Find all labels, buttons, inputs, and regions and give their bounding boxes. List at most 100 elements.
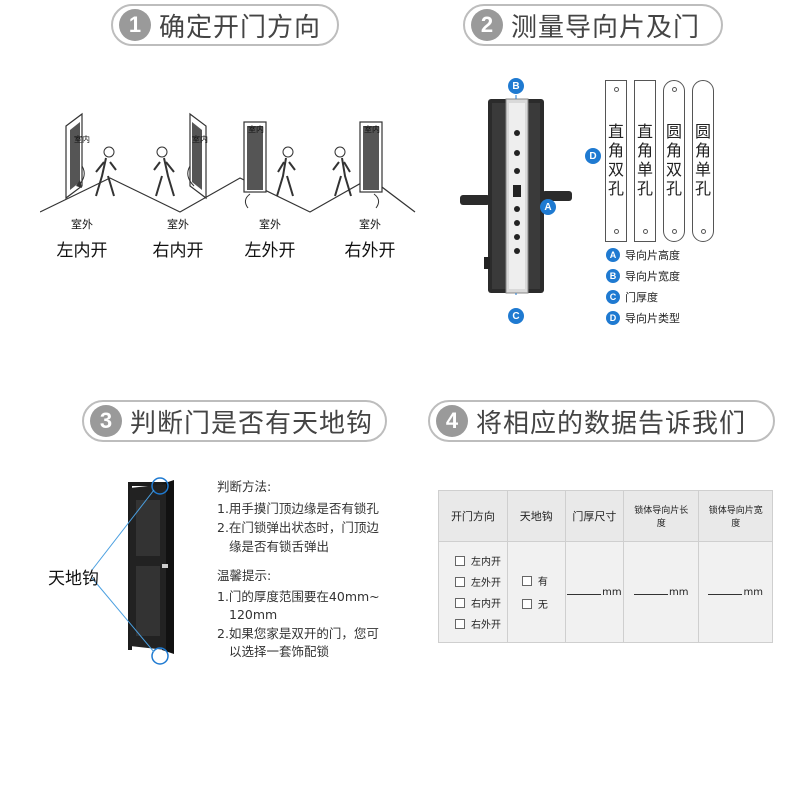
lock-body-illustration (460, 95, 572, 295)
door-2-outside-label: 室外 (167, 218, 189, 231)
method-line-3: 缘是否有锁舌弹出 (229, 539, 330, 554)
guide-width-input-cell[interactable]: mm (698, 541, 773, 643)
guide-strip-square-single (634, 80, 656, 242)
legend-item-c: C 门厚度 (606, 289, 658, 305)
strip-type-2-label: 直角单孔 (636, 122, 653, 198)
badge-d-icon: D (606, 311, 620, 325)
header-guide-width: 锁体导向片宽度 (698, 490, 773, 542)
tip-line-1: 1.门的厚度范围要在40mm~ (217, 589, 380, 604)
door-3-outside-label: 室外 (259, 218, 281, 231)
guide-strip-round-double (663, 80, 685, 242)
tip-title: 温馨提示: (217, 568, 272, 583)
step-2-title-pill: 2 测量导向片及门 (463, 4, 723, 46)
checkbox-icon[interactable] (455, 618, 465, 629)
header-direction: 开门方向 (438, 490, 508, 542)
checkbox-icon[interactable] (521, 575, 532, 586)
method-line-2: 2.在门锁弹出状态时，门顶边 (217, 520, 379, 535)
door-right-outward-icon (359, 121, 383, 209)
door-left-inward-icon (65, 112, 85, 200)
guide-length-input-cell[interactable]: mm (623, 541, 700, 643)
legend-text-c: 门厚度 (625, 291, 658, 304)
direction-option-4[interactable]: 右外开 (455, 616, 507, 631)
checkbox-icon[interactable] (455, 576, 465, 587)
strip-hole-icon (643, 229, 648, 234)
hook-option-yes[interactable]: 有 (521, 573, 565, 588)
person-figure-icon (95, 146, 117, 197)
door-4-name: 右外开 (344, 241, 396, 261)
legend-item-b: B 导向片宽度 (606, 268, 680, 284)
step-2-title: 测量导向片及门 (511, 12, 701, 43)
door-4-inside-label: 室内 (364, 125, 380, 134)
method-line-1: 1.用手摸门顶边缘是否有锁孔 (217, 501, 379, 516)
strip-type-3-label: 圆角双孔 (665, 122, 682, 198)
legend-item-a: A 导向片高度 (606, 247, 680, 263)
door-direction-illustration (40, 112, 416, 213)
hook-options-cell: 有 无 (506, 541, 566, 643)
direction-option-1[interactable]: 左内开 (455, 553, 507, 568)
person-figure-icon (276, 146, 296, 197)
tip-line-2: 120mm (229, 607, 278, 622)
door-4-outside-label: 室外 (359, 218, 381, 231)
table-row: 左内开 左外开 右内开 右外开 有 无 mm mm mm (438, 541, 773, 643)
step-4-title: 将相应的数据告诉我们 (476, 408, 747, 439)
guide-strip-square-double (605, 80, 627, 242)
door-2-name: 右内开 (152, 241, 204, 261)
badge-b-icon: B (508, 78, 524, 94)
strip-hole-icon (614, 87, 619, 92)
door-2-inside-label: 室内 (192, 135, 208, 144)
guide-length-blank[interactable] (634, 593, 669, 595)
checkbox-icon[interactable] (455, 555, 465, 566)
thickness-blank[interactable] (567, 593, 602, 595)
strip-hole-icon (672, 87, 677, 92)
checkbox-icon[interactable] (455, 597, 465, 608)
door-1-name: 左内开 (56, 241, 108, 261)
badge-a-icon: A (540, 199, 556, 215)
step-1-number: 1 (119, 9, 151, 41)
step-3-title: 判断门是否有天地钩 (130, 408, 374, 439)
step-1-title-pill: 1 确定开门方向 (111, 4, 339, 46)
legend-text-a: 导向片高度 (625, 249, 680, 262)
guide-width-blank[interactable] (708, 593, 743, 595)
door-3-inside-label: 室内 (248, 125, 264, 134)
strip-hole-icon (701, 229, 706, 234)
badge-c-icon: C (508, 308, 524, 324)
badge-b-icon: B (606, 269, 620, 283)
direction-option-3[interactable]: 右内开 (455, 595, 507, 610)
step-2-number: 2 (471, 9, 503, 41)
guide-strip-round-single (692, 80, 714, 242)
badge-d-icon: D (585, 148, 601, 164)
header-thickness: 门厚尺寸 (564, 490, 625, 542)
strip-hole-icon (614, 229, 619, 234)
thickness-input-cell[interactable]: mm (564, 541, 625, 643)
step-1-title: 确定开门方向 (159, 12, 322, 43)
checkbox-icon[interactable] (521, 598, 532, 609)
method-title: 判断方法: (217, 479, 272, 494)
door-1-outside-label: 室外 (71, 218, 93, 231)
header-hook: 天地钩 (506, 490, 566, 542)
step-4-number: 4 (436, 405, 468, 437)
data-form-table: 开门方向 天地钩 门厚尺寸 锁体导向片长度 锁体导向片宽度 左内开 左外开 右内… (438, 490, 773, 643)
tip-line-3: 2.如果您家是双开的门，您可 (217, 626, 379, 641)
tip-line-4: 以选择一套饰配锁 (229, 644, 330, 659)
person-figure-icon (153, 146, 175, 197)
badge-a-icon: A (606, 248, 620, 262)
step-4-title-pill: 4 将相应的数据告诉我们 (428, 400, 775, 442)
door-right-inward-icon (187, 112, 207, 200)
strip-type-1-label: 直角双孔 (607, 122, 624, 198)
step-3-number: 3 (90, 405, 122, 437)
table-header-row: 开门方向 天地钩 门厚尺寸 锁体导向片长度 锁体导向片宽度 (438, 490, 773, 542)
hook-option-no[interactable]: 无 (521, 596, 565, 611)
step-3-title-pill: 3 判断门是否有天地钩 (82, 400, 387, 442)
direction-option-2[interactable]: 左外开 (455, 574, 507, 589)
header-guide-length: 锁体导向片长度 (623, 490, 700, 542)
person-figure-icon (332, 146, 352, 197)
direction-options-cell: 左内开 左外开 右内开 右外开 (438, 541, 508, 643)
hook-label: 天地钩 (48, 569, 99, 589)
door-hook-illustration (91, 477, 174, 665)
door-1-inside-label: 室内 (74, 135, 90, 144)
legend-text-b: 导向片宽度 (625, 270, 680, 283)
legend-text-d: 导向片类型 (625, 312, 680, 325)
legend-item-d: D 导向片类型 (606, 310, 680, 326)
badge-c-icon: C (606, 290, 620, 304)
strip-hole-icon (672, 229, 677, 234)
